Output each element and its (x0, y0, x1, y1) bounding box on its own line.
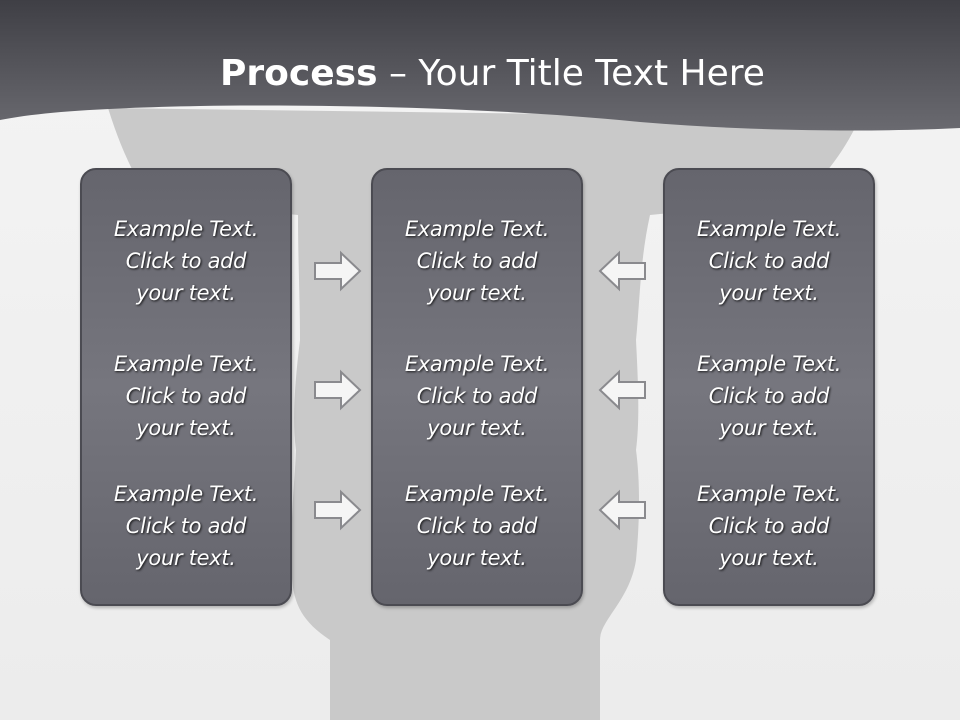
arrow-left-icon (598, 250, 646, 292)
arrow-left-icon (598, 369, 646, 411)
arrow-right-icon (314, 250, 362, 292)
text-placeholder[interactable]: Example Text. Click to add your text. (404, 482, 550, 570)
arrow-right-icon (314, 489, 362, 531)
text-placeholder[interactable]: Example Text. Click to add your text. (113, 352, 259, 440)
center-panel: Example Text. Click to add your text. Ex… (371, 168, 583, 606)
title-rest: – Your Title Text Here (377, 53, 765, 94)
text-placeholder[interactable]: Example Text. Click to add your text. (404, 352, 550, 440)
text-placeholder[interactable]: Example Text. Click to add your text. (113, 217, 259, 305)
text-placeholder[interactable]: Example Text. Click to add your text. (696, 217, 842, 305)
title-bold: Process (220, 53, 378, 94)
slide-title[interactable]: Process – Your Title Text Here (0, 52, 960, 96)
text-placeholder[interactable]: Example Text. Click to add your text. (113, 482, 259, 570)
left-panel: Example Text. Click to add your text. Ex… (80, 168, 292, 606)
arrow-right-icon (314, 369, 362, 411)
text-placeholder[interactable]: Example Text. Click to add your text. (696, 352, 842, 440)
text-placeholder[interactable]: Example Text. Click to add your text. (404, 217, 550, 305)
arrow-left-icon (598, 489, 646, 531)
right-panel: Example Text. Click to add your text. Ex… (663, 168, 875, 606)
header-banner (0, 0, 960, 131)
text-placeholder[interactable]: Example Text. Click to add your text. (696, 482, 842, 570)
